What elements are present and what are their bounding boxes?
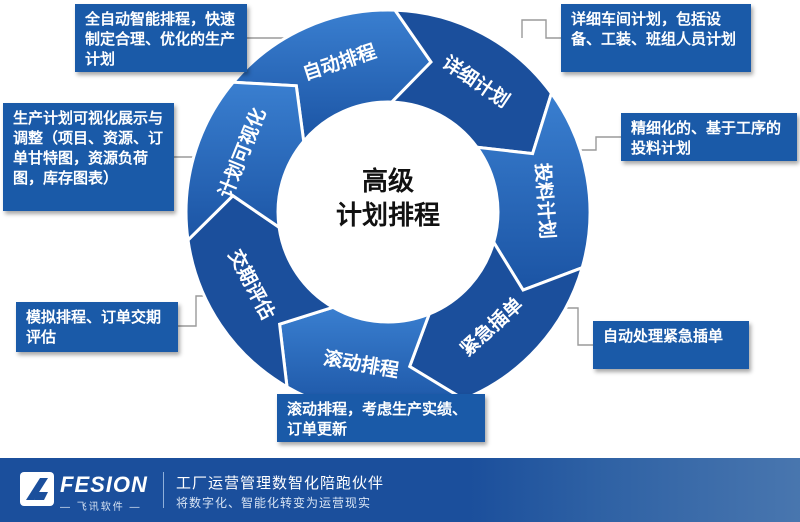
footer-brand: FESION <box>60 472 148 497</box>
callout-delivery-evaluation: 模拟排程、订单交期评估 <box>16 302 178 352</box>
ring-segment-visual <box>184 80 306 244</box>
callout-plan-visualization: 生产计划可视化展示与调整（项目、资源、订单甘特图，资源负荷图，库存图表） <box>3 103 174 211</box>
center-title-line2: 计划排程 <box>336 200 440 230</box>
ring <box>184 8 592 416</box>
footer-banner: FESION — 飞讯软件 — 工厂运营管理数智化陪跑伙伴 将数字化、智能化转变… <box>0 458 800 522</box>
footer-background-photo <box>470 458 800 522</box>
footer-slogan-sub: 将数字化、智能化转变为运营现实 <box>176 496 372 510</box>
footer-brand-sub: — 飞讯软件 — <box>60 502 142 513</box>
center-title-line1: 高级 <box>362 166 414 196</box>
footer-slogan: 工厂运营管理数智化陪跑伙伴 <box>176 475 385 492</box>
callout-feed-plan: 精细化的、基于工序的投料计划 <box>621 113 797 161</box>
fesion-logo-icon <box>20 472 54 506</box>
footer-divider <box>163 472 164 508</box>
callout-auto-schedule: 全自动智能排程，快速制定合理、优化的生产计划 <box>75 4 247 72</box>
cycle-diagram: 自动排程详细计划投料计划紧急插单滚动排程交期评估计划可视化 高级 计划排程 <box>174 8 621 416</box>
callout-urgent-order: 自动处理紧急插单 <box>593 321 749 369</box>
callout-detail-plan: 详细车间计划，包括设备、工装、班组人员计划 <box>561 4 751 72</box>
callout-rolling-schedule: 滚动排程，考虑生产实绩、订单更新 <box>277 394 485 442</box>
connector-callout-detail <box>521 19 561 39</box>
